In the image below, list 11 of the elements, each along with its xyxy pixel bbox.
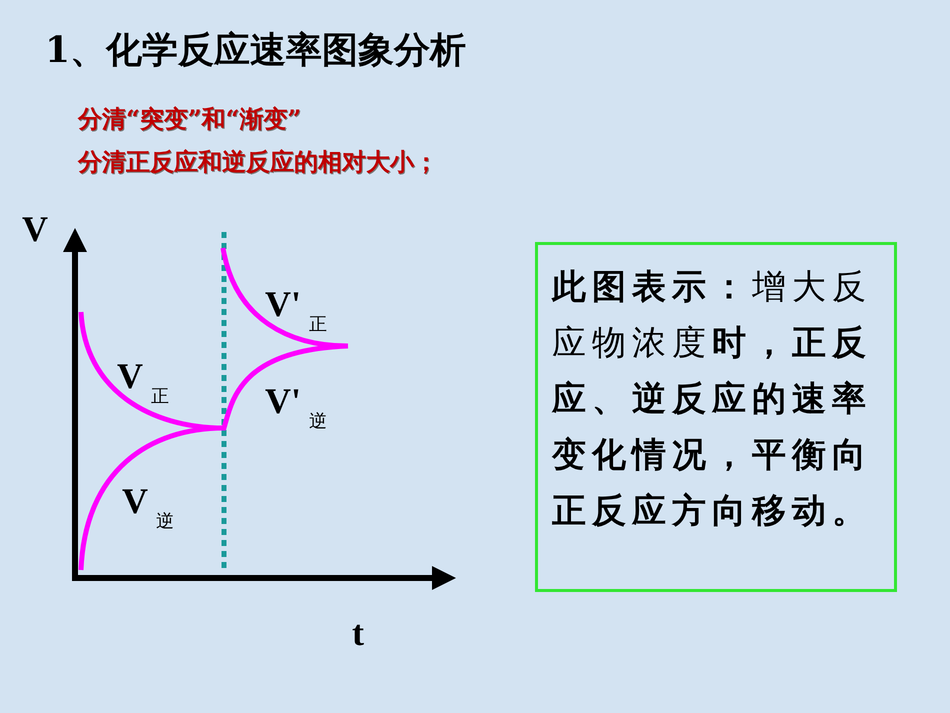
subtitle-text: 分清正反应和逆反应的相对大小； <box>78 146 438 178</box>
slide-title: 1、化学反应速率图象分析 <box>45 28 466 73</box>
curve-label: V'$_{逆}$ <box>265 380 327 433</box>
curve-label: V$_{逆}$ <box>122 480 174 533</box>
axis-label: t <box>352 612 364 654</box>
axis-label: V <box>22 208 48 250</box>
note-text: 此图表示：增大反应物浓度时，正反应、逆反应的速率变化情况，平衡向正反应方向移动。 <box>552 266 873 533</box>
curve-label: V'$_{正}$ <box>265 283 327 336</box>
note-box <box>535 242 897 592</box>
curve-label: V$_{正}$ <box>117 355 169 408</box>
subtitle-text: 分清“突变”和“渐变” <box>78 103 302 135</box>
